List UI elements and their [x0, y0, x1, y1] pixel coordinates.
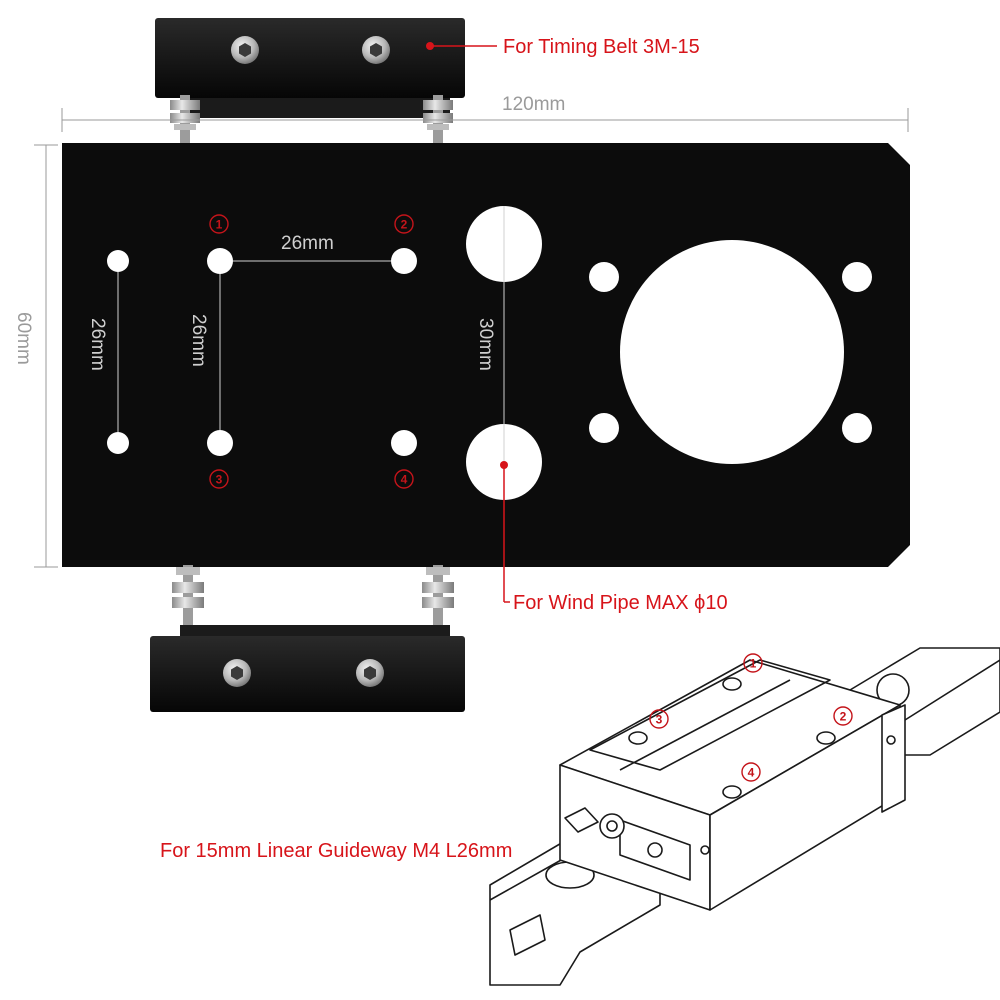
linear-guideway-illustration: [489, 647, 1000, 986]
svg-text:2: 2: [840, 710, 847, 724]
carriage-end-hole: [647, 842, 663, 858]
guide-marker-4: 4: [741, 762, 761, 782]
motor-bolt-hole: [842, 413, 872, 443]
stud-with-nuts: [172, 565, 204, 635]
svg-text:4: 4: [401, 473, 408, 487]
svg-text:4: 4: [748, 766, 755, 780]
guideway-hole-4: [722, 785, 742, 799]
mount-hole: [107, 432, 129, 454]
carriage-end-seal: [881, 704, 906, 813]
svg-text:1: 1: [216, 218, 223, 232]
bottom-clamp-block: [150, 636, 465, 712]
guide-marker-1: 1: [743, 653, 763, 673]
grease-nipple-icon: [564, 807, 625, 839]
carriage-relief: [589, 659, 831, 771]
motor-bolt-hole: [589, 262, 619, 292]
guideway-hole-3: [628, 731, 648, 745]
mount-hole: [107, 250, 129, 272]
screw-icon: [356, 659, 384, 687]
carriage-end-screw: [886, 735, 896, 745]
height-dimension-label: 60mm: [13, 312, 34, 365]
mounting-plate: [62, 143, 910, 567]
mount-hole-1: [207, 248, 233, 274]
stud-with-nuts: [423, 95, 453, 143]
motor-bore: [620, 240, 844, 464]
hole-spacing-inner-label: 26mm: [188, 314, 209, 367]
hole-spacing-left-label: 26mm: [87, 318, 108, 371]
screw-icon: [231, 36, 259, 64]
rail-left-groove: [509, 914, 546, 956]
hole-marker-4: 4: [394, 469, 414, 489]
guideway-label: For 15mm Linear Guideway M4 L26mm: [160, 840, 512, 862]
hole-marker-3: 3: [209, 469, 229, 489]
stud-with-nuts: [170, 95, 200, 143]
rail-right-side: [904, 659, 1000, 721]
svg-text:2: 2: [401, 218, 408, 232]
guide-marker-2: 2: [833, 706, 853, 726]
guide-marker-3: 3: [649, 709, 669, 729]
motor-bolt-hole: [842, 262, 872, 292]
top-belt-clamp: [155, 18, 497, 143]
screw-icon: [223, 659, 251, 687]
svg-text:3: 3: [216, 473, 223, 487]
guideway-hole-1: [722, 677, 742, 691]
top-clamp-block: [155, 18, 465, 98]
hole-marker-1: 1: [209, 214, 229, 234]
width-dimension: [61, 108, 909, 132]
width-dimension-label: 120mm: [502, 94, 565, 115]
height-dimension: [34, 144, 58, 568]
hole-marker-2: 2: [394, 214, 414, 234]
carriage-end-screw: [700, 845, 710, 855]
bottom-belt-clamp: [150, 565, 465, 712]
svg-text:1: 1: [750, 657, 757, 671]
svg-text:3: 3: [656, 713, 663, 727]
timing-belt-label: For Timing Belt 3M-15: [503, 36, 700, 58]
mount-hole-2: [391, 248, 417, 274]
mount-hole-3: [207, 430, 233, 456]
stud-with-nuts: [422, 565, 454, 635]
hole-spacing-horizontal-label: 26mm: [281, 233, 334, 254]
wind-pipe-label: For Wind Pipe MAX ϕ10: [513, 592, 728, 614]
motor-bolt-hole: [589, 413, 619, 443]
carriage-relief: [619, 679, 791, 771]
mount-hole-4: [391, 430, 417, 456]
pipe-spacing-label: 30mm: [475, 318, 496, 371]
screw-icon: [362, 36, 390, 64]
guideway-hole-2: [816, 731, 836, 745]
